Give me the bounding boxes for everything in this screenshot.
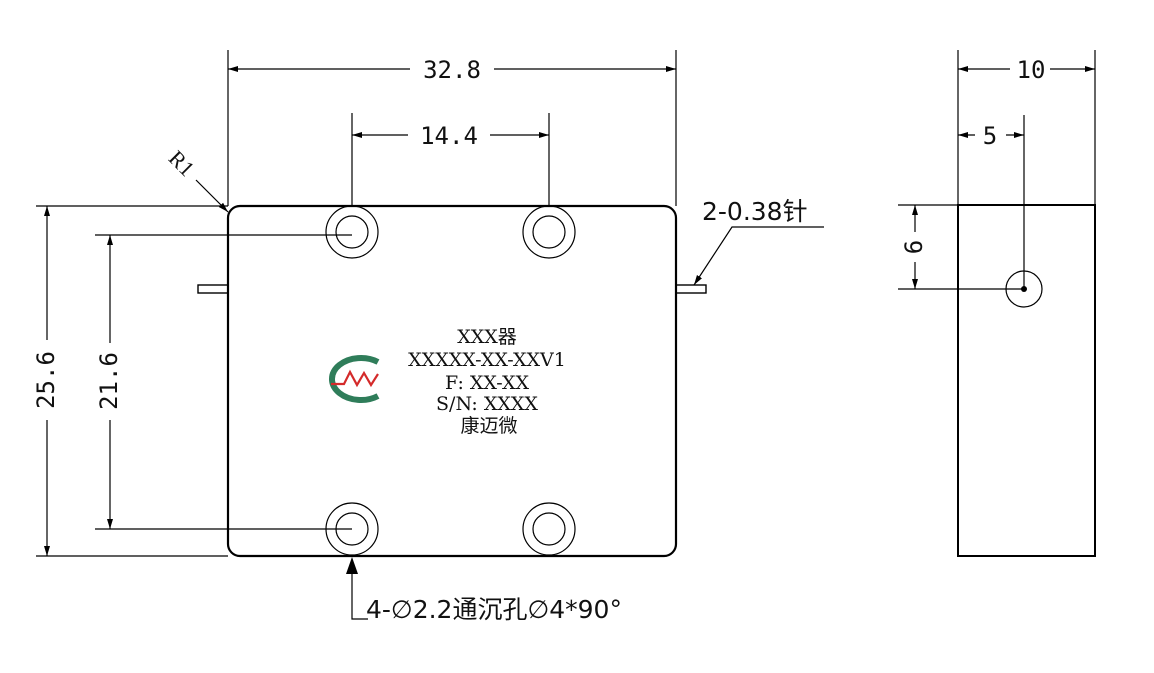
dim-overall-width: 32.8 bbox=[423, 56, 481, 84]
dim-pin-offset-y: 6 bbox=[900, 240, 928, 254]
dim-pin-offset-x: 5 bbox=[983, 122, 997, 150]
kangmaiwei-logo bbox=[329, 355, 380, 403]
mounting-hole-bottom-right bbox=[522, 502, 576, 556]
label-line-1: XXX器 bbox=[457, 326, 517, 348]
dim-hole-spacing-x: 14.4 bbox=[420, 122, 478, 150]
dim-overall-height: 25.6 bbox=[32, 351, 60, 409]
device-body bbox=[226, 204, 678, 558]
left-pin bbox=[197, 284, 229, 294]
logo-wave bbox=[331, 369, 379, 388]
product-label: XXX器 XXXXX-XX-XXV1 F: XX-XX S/N: XXXX 康迈… bbox=[408, 326, 566, 437]
pin-note: 2-0.38针 bbox=[702, 197, 808, 226]
front-view: 32.8 14.4 25.6 21.6 R1 2-0.38针 4-∅2.2通沉孔… bbox=[32, 50, 824, 624]
logo-ring bbox=[329, 355, 380, 403]
dim-corner-radius: R1 bbox=[164, 145, 200, 181]
label-line-2: XXXXX-XX-XXV1 bbox=[408, 349, 566, 371]
label-line-4: S/N: XXXX bbox=[436, 393, 538, 415]
side-body bbox=[957, 204, 1096, 557]
right-pin bbox=[675, 284, 707, 294]
dim-hole-spacing-y: 21.6 bbox=[95, 352, 123, 410]
label-line-5: 康迈微 bbox=[460, 415, 517, 437]
side-view: 10 5 6 bbox=[898, 50, 1096, 557]
label-line-3: F: XX-XX bbox=[445, 372, 530, 394]
hole-note: 4-∅2.2通沉孔∅4*90° bbox=[366, 595, 622, 624]
dim-side-width: 10 bbox=[1017, 56, 1046, 84]
